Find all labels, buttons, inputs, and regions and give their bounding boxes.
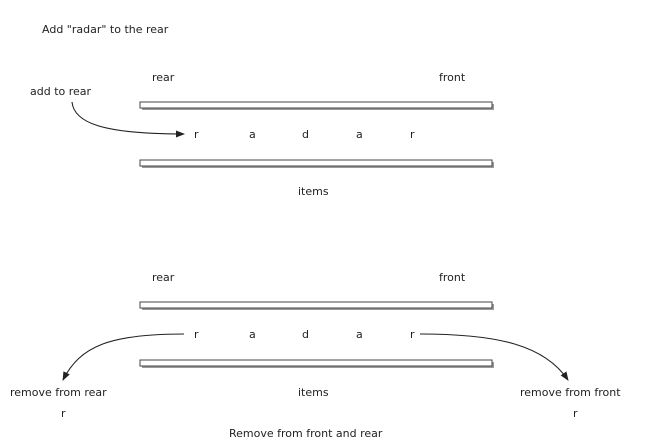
top-panel: Add "radar" to the rear rear front add t…: [30, 23, 494, 198]
add-to-rear-label: add to rear: [30, 85, 92, 98]
removed-rear-char: r: [61, 407, 66, 420]
add-to-rear-arrow: [71, 101, 185, 138]
bottom-panel: rear front r a d a r remove from rear it…: [10, 271, 621, 440]
bottom-char-1: a: [249, 328, 256, 341]
top-upper-rail: [139, 101, 493, 109]
top-char-0: r: [194, 128, 199, 141]
bottom-char-2: d: [302, 328, 309, 341]
top-lower-rail: [139, 159, 493, 167]
top-rear-label: rear: [152, 71, 175, 84]
top-char-2: d: [302, 128, 309, 141]
remove-from-rear-arrow: [62, 333, 185, 381]
bottom-char-3: a: [356, 328, 363, 341]
bottom-front-label: front: [439, 271, 466, 284]
top-char-3: a: [356, 128, 363, 141]
top-char-1: a: [249, 128, 256, 141]
bottom-items-label: items: [298, 386, 329, 399]
removed-front-char: r: [573, 407, 578, 420]
top-front-label: front: [439, 71, 466, 84]
bottom-lower-rail: [139, 359, 493, 367]
bottom-rear-label: rear: [152, 271, 175, 284]
bottom-upper-rail: [139, 301, 493, 309]
remove-from-rear-label: remove from rear: [10, 386, 107, 399]
top-chars: r a d a r: [194, 128, 415, 141]
bottom-char-4: r: [410, 328, 415, 341]
remove-from-front-arrow: [419, 333, 569, 381]
bottom-char-0: r: [194, 328, 199, 341]
bottom-caption: Remove from front and rear: [229, 427, 383, 440]
bottom-chars: r a d a r: [194, 328, 415, 341]
top-items-label: items: [298, 185, 329, 198]
top-char-4: r: [410, 128, 415, 141]
remove-from-front-label: remove from front: [520, 386, 621, 399]
top-title: Add "radar" to the rear: [42, 23, 169, 36]
